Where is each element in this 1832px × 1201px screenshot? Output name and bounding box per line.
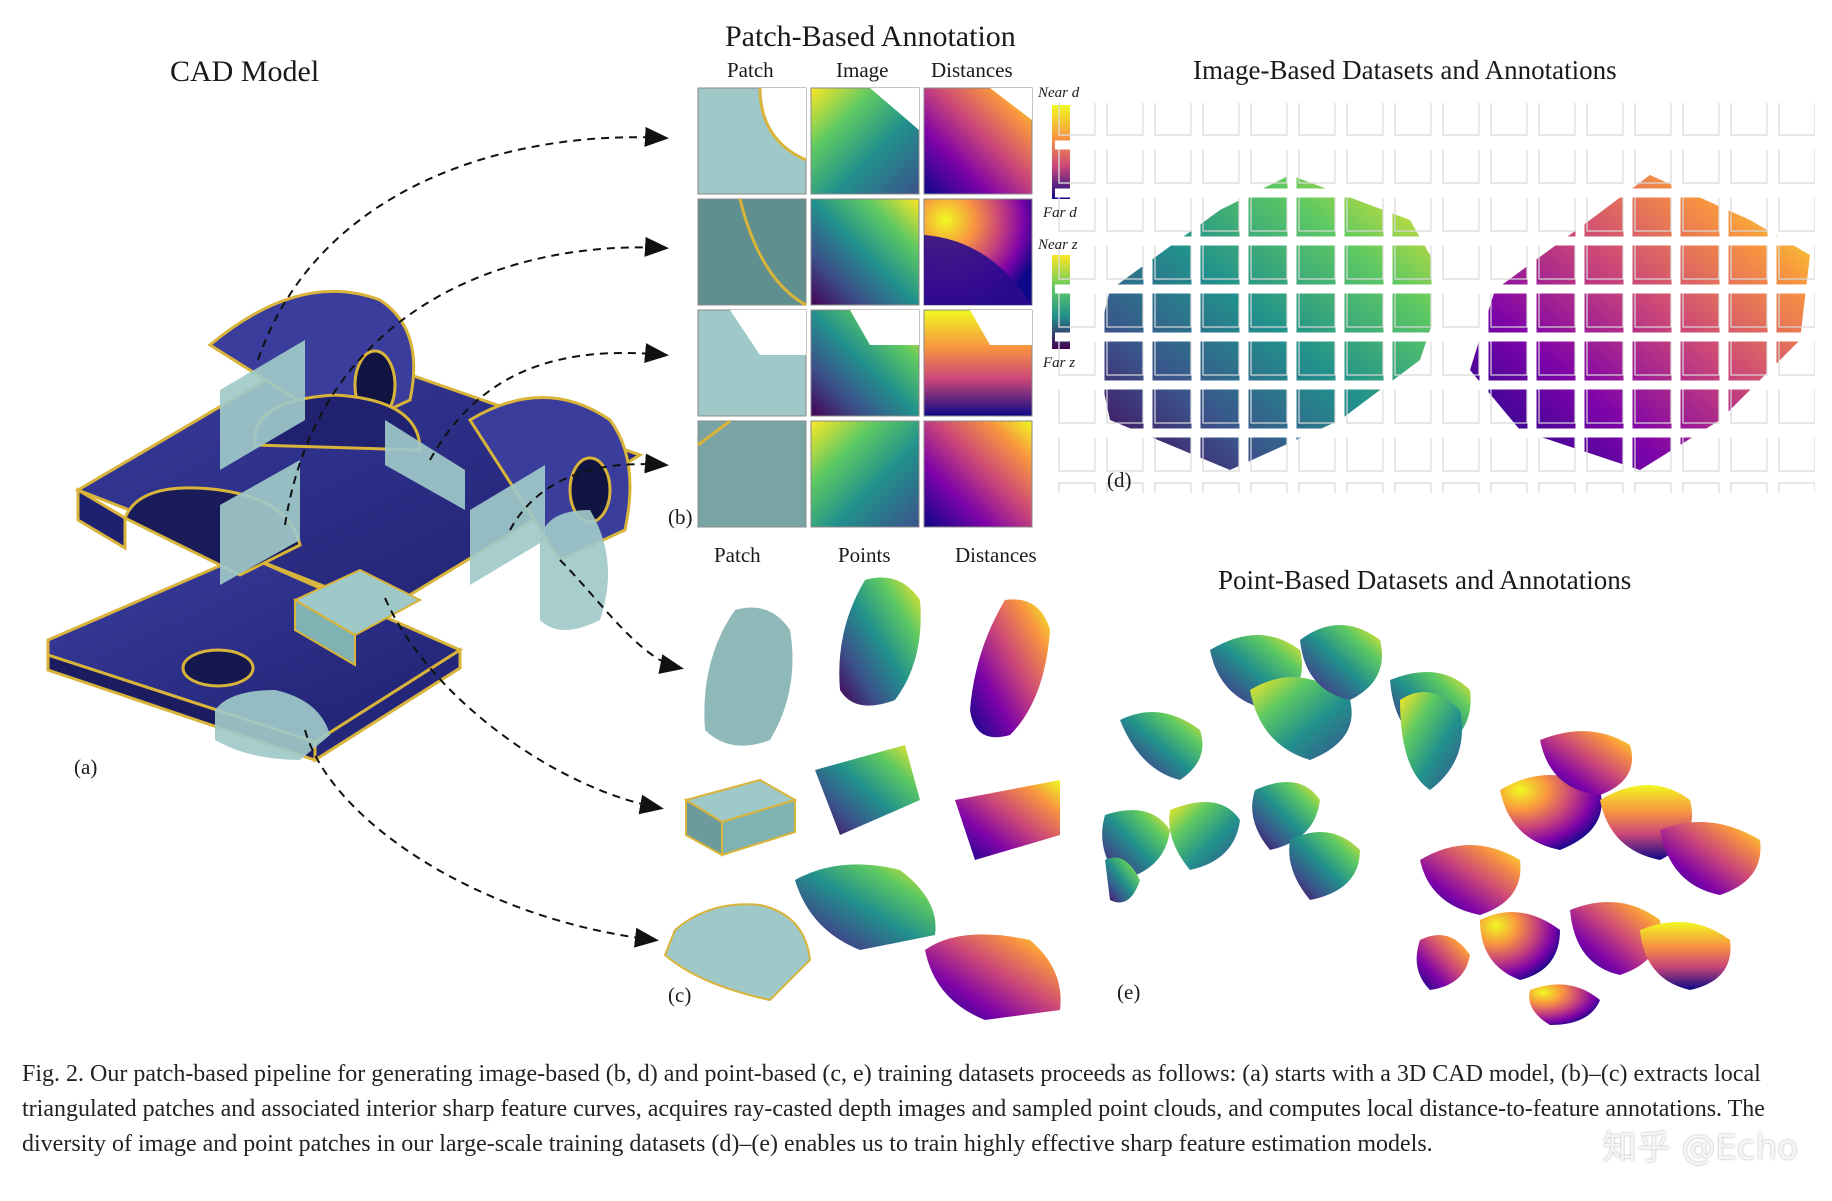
watermark: 知乎 @Echo bbox=[1602, 1128, 1798, 1168]
colorbar-near-d: Near d bbox=[1038, 85, 1080, 101]
column-header-patch-c: Patch bbox=[714, 543, 761, 567]
cad-model-title: CAD Model bbox=[170, 55, 320, 88]
patch-annotation-title: Patch-Based Annotation bbox=[725, 20, 1016, 53]
image-datasets-title: Image-Based Datasets and Annotations bbox=[1193, 55, 1617, 85]
point-datasets-title: Point-Based Datasets and Annotations bbox=[1218, 565, 1632, 595]
patch-tile bbox=[697, 198, 807, 306]
connector-arrows bbox=[257, 126, 684, 948]
patch-tile bbox=[697, 420, 807, 528]
image-tile bbox=[810, 420, 920, 528]
column-header-points: Points bbox=[838, 543, 891, 567]
patch-annotation-grid bbox=[697, 87, 1070, 528]
point-patches bbox=[663, 577, 1061, 1020]
panel-d-label: (d) bbox=[1107, 468, 1132, 492]
colorbar-near-z: Near z bbox=[1038, 237, 1078, 253]
distance-tile bbox=[923, 87, 1033, 195]
cad-model-illustration bbox=[46, 289, 644, 763]
colorbar-far-d: Far d bbox=[1043, 205, 1077, 221]
column-header-image: Image bbox=[836, 58, 889, 82]
panel-c-label: (c) bbox=[668, 983, 692, 1007]
panel-e-label: (e) bbox=[1117, 980, 1141, 1004]
distance-tile bbox=[923, 420, 1033, 528]
figure-caption: Fig. 2. Our patch-based pipeline for gen… bbox=[22, 1061, 1765, 1157]
column-header-patch: Patch bbox=[727, 58, 774, 82]
image-dataset-grid bbox=[1055, 103, 1815, 493]
image-tile bbox=[810, 198, 920, 306]
panel-b-label: (b) bbox=[668, 505, 693, 529]
panel-a-label: (a) bbox=[74, 755, 98, 779]
column-header-distances-c: Distances bbox=[955, 543, 1037, 567]
colorbar-far-z: Far z bbox=[1043, 355, 1076, 371]
column-header-distances: Distances bbox=[931, 58, 1013, 82]
point-dataset-scatter bbox=[1102, 625, 1761, 1025]
